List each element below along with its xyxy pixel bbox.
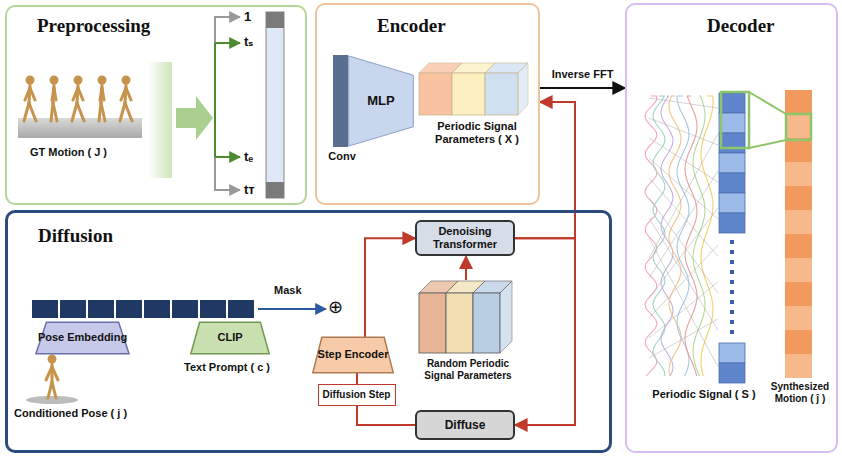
process-box: Denoising Transformer [415, 220, 515, 256]
node-label: Periodic Signal ( S ) [645, 388, 763, 401]
node-label: Denoising Transformer [419, 225, 511, 251]
annotation-label: Conditioned Pose ( j ) [14, 407, 127, 420]
annotation-label: tₑ [244, 149, 253, 165]
timeline-end [266, 12, 284, 28]
bracket-line [215, 17, 240, 43]
process-box: Pose Embedding [35, 322, 130, 354]
timeline-end [266, 182, 284, 198]
connector-arrow [465, 256, 467, 280]
process-box: Periodic Signal Parameters ( X ) [418, 62, 536, 150]
panel-title: Diffusion [38, 225, 113, 248]
annotation-label: 1 [244, 9, 251, 25]
callout-line [749, 140, 786, 148]
process-box: Step Encoder [312, 337, 394, 373]
walking-figures [24, 76, 132, 122]
token-row [32, 300, 254, 318]
panel: DecoderPeriodic Signal ( S )Synthesized … [625, 3, 838, 453]
connector-arrow [515, 102, 575, 238]
process-box: CLIP [190, 322, 270, 354]
bracket-line [215, 157, 240, 190]
connector-arrow [540, 87, 625, 89]
connector-arrow [356, 373, 358, 384]
node-label: Pose Embedding [35, 331, 130, 344]
pose-figure [46, 355, 58, 399]
panel: Preprocessing [5, 5, 307, 205]
annotation-label: tₛ [244, 34, 253, 50]
node-label: Random Periodic Signal Parameters [418, 358, 518, 382]
pose-ground [26, 396, 78, 404]
bracket-line [215, 42, 240, 44]
callout-line [749, 92, 786, 114]
process-box: Synthesized Motion ( ĵ ) [766, 85, 834, 415]
node-label: Step Encoder [316, 348, 390, 361]
node-label: Diffuse [417, 418, 513, 432]
node-label: Periodic Signal Parameters ( X ) [418, 120, 536, 146]
panel-title: Decoder [707, 15, 775, 38]
bracket-line [214, 43, 216, 157]
connector-arrow [365, 238, 415, 337]
node-label: Synthesized Motion ( ĵ ) [766, 381, 834, 405]
timeline-bar [266, 12, 284, 198]
bracket-line [215, 156, 240, 158]
node-label: CLIP [190, 331, 270, 344]
process-box: Diffusion Step [318, 384, 396, 406]
process-box: Conv [322, 55, 362, 167]
annotation-label: GT Motion ( J ) [30, 146, 107, 159]
connector-arrow [515, 238, 575, 425]
annotation-label: Mask [274, 284, 302, 297]
callout-frame [721, 92, 749, 148]
big-arrow [176, 96, 213, 140]
panel-title: Preprocessing [37, 15, 150, 38]
edge-label: Inverse FFT [550, 68, 616, 81]
process-box: Random Periodic Signal Parameters [418, 280, 518, 388]
node-label: MLP [348, 93, 414, 109]
arrow-band [148, 62, 172, 178]
process-box: MLP [348, 55, 414, 147]
process-box: Diffuse [415, 410, 515, 440]
annotation-label: tᴛ [244, 182, 255, 198]
node-label: Conv [322, 150, 362, 163]
callout-frame [786, 114, 811, 140]
process-box: Periodic Signal ( S ) [645, 88, 763, 418]
mask-arrow [258, 308, 326, 310]
operator-symbol: ⊕ [328, 298, 343, 316]
panel-title: Encoder [377, 15, 446, 38]
connector-arrow [357, 406, 415, 425]
annotation-label: Text Prompt ( c ) [184, 361, 270, 374]
panel: EncoderMLP Conv Periodic Signal Parameters… [315, 3, 540, 205]
node-label: Diffusion Step [320, 389, 393, 401]
